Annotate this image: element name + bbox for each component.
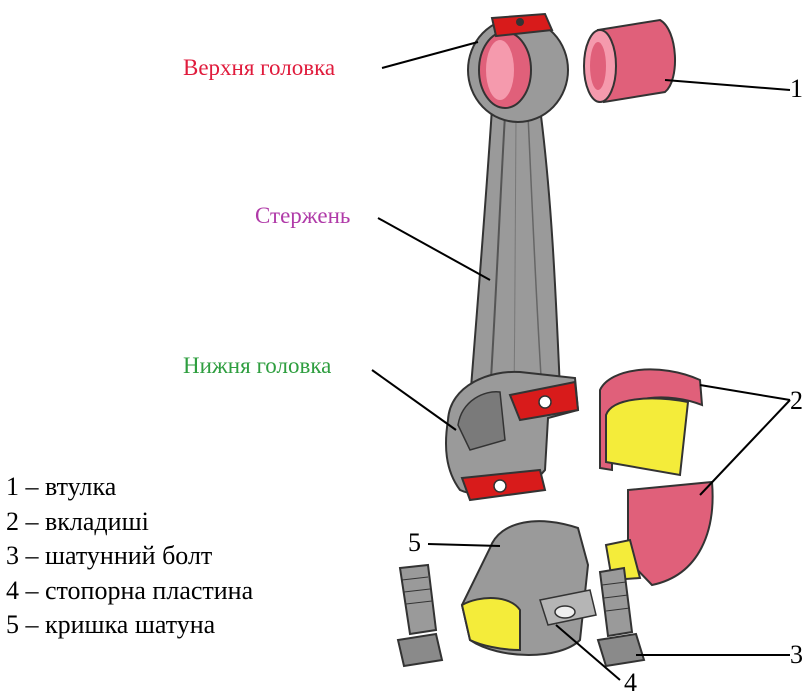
legend-item: 4 – стопорна пластина bbox=[6, 574, 253, 609]
callout-1: 1 bbox=[790, 76, 803, 102]
callout-5: 5 bbox=[408, 530, 421, 556]
label-lower-head: Нижня головка bbox=[183, 354, 331, 377]
label-upper-head: Верхня головка bbox=[183, 56, 335, 79]
parts-legend: 1 – втулка 2 – вкладиші 3 – шатунний бол… bbox=[6, 470, 253, 643]
legend-item: 3 – шатунний болт bbox=[6, 539, 253, 574]
leader-upper-head bbox=[382, 42, 478, 68]
bushing-part bbox=[584, 20, 675, 102]
leader-shank bbox=[378, 218, 490, 280]
connecting-rod bbox=[446, 14, 578, 500]
legend-item: 2 – вкладиші bbox=[6, 505, 253, 540]
label-shank: Стержень bbox=[255, 204, 350, 227]
leader-1 bbox=[665, 80, 790, 90]
rod-cap bbox=[462, 521, 596, 655]
legend-item: 5 – кришка шатуна bbox=[6, 608, 253, 643]
callout-4: 4 bbox=[624, 670, 637, 696]
callout-3: 3 bbox=[790, 642, 803, 668]
bolt-left bbox=[398, 565, 442, 666]
bolt-right bbox=[598, 568, 644, 666]
leader-lower-head bbox=[372, 370, 456, 430]
leader-2b bbox=[700, 400, 790, 495]
upper-bearing-liner bbox=[600, 369, 702, 475]
legend-item: 1 – втулка bbox=[6, 470, 253, 505]
leader-2a bbox=[700, 385, 790, 400]
leader-5 bbox=[428, 544, 500, 546]
callout-2: 2 bbox=[790, 388, 803, 414]
